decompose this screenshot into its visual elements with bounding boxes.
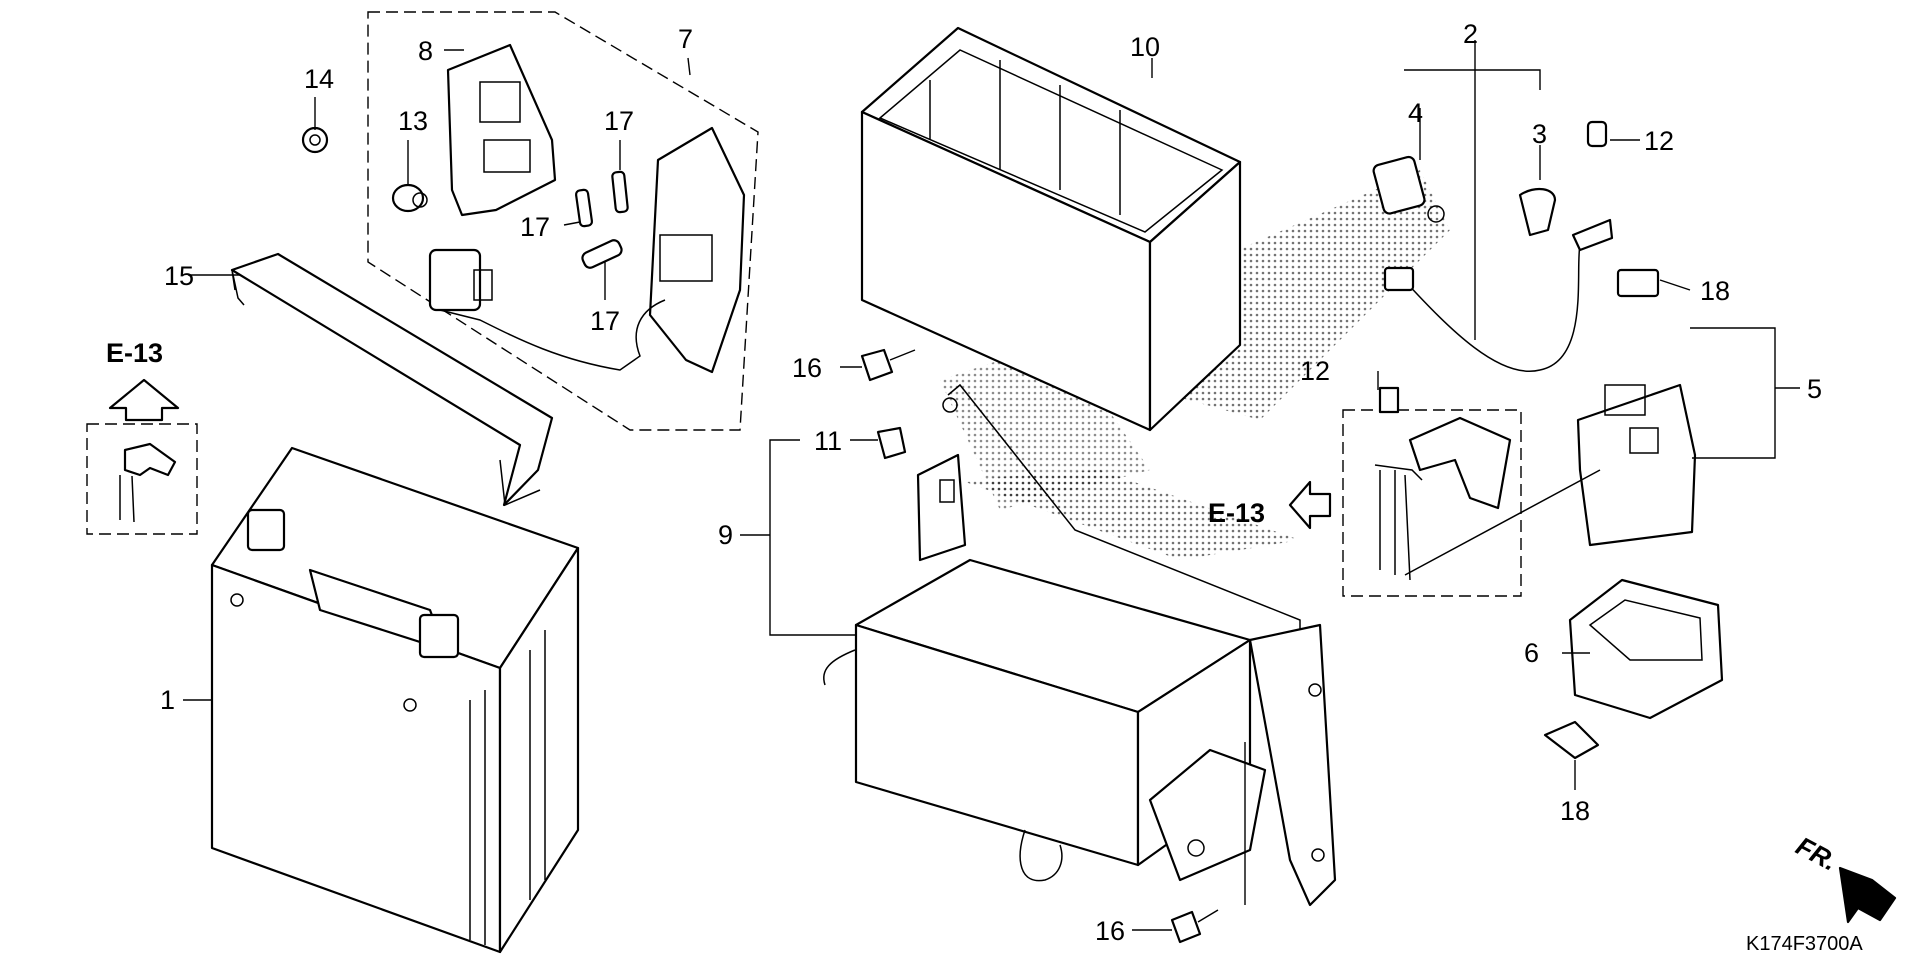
callout-9: 9 [718, 520, 733, 550]
callout-12b: 12 [1300, 356, 1330, 386]
cushion [876, 426, 907, 460]
fuse-box [428, 126, 746, 374]
callout-17c: 17 [590, 306, 620, 336]
ref-arrows [108, 378, 1332, 530]
front-arrow [1838, 866, 1897, 924]
callout-6: 6 [1524, 638, 1539, 668]
callout-17b: 17 [520, 212, 550, 242]
callout-1: 1 [160, 685, 175, 715]
callout-17a: 17 [604, 106, 634, 136]
front-label: FR. [1791, 831, 1842, 877]
nut-and-washer [301, 126, 428, 213]
callout-7: 7 [678, 24, 693, 54]
fuses [574, 170, 629, 269]
callout-4: 4 [1408, 98, 1423, 128]
battery-tray [823, 383, 1337, 907]
relay-cover [1543, 578, 1724, 760]
battery-band [230, 252, 554, 507]
callout-labels: 1 2 3 4 5 6 7 8 9 10 11 12 12 13 14 15 1… [160, 19, 1822, 946]
dashed-group-box [367, 11, 759, 431]
callout-10: 10 [1130, 32, 1160, 62]
drawing-code: K174F3700A [1746, 933, 1863, 955]
battery-cables [1372, 120, 1614, 372]
fuse-box-cover [446, 43, 557, 217]
leader-lines [183, 40, 1800, 931]
ref-label-left: E-13 [106, 338, 163, 368]
callout-18b: 18 [1560, 796, 1590, 826]
left-detail [119, 442, 177, 523]
callout-13: 13 [398, 106, 428, 136]
callout-15: 15 [164, 261, 194, 291]
callout-8: 8 [418, 36, 433, 66]
battery-case [860, 26, 1242, 432]
callout-16a: 16 [792, 353, 822, 383]
center-detail-box [1342, 409, 1522, 597]
callout-18a: 18 [1700, 276, 1730, 306]
bolts [860, 348, 1219, 944]
ref-label-center: E-13 [1208, 498, 1265, 528]
callout-3: 3 [1532, 119, 1547, 149]
callout-11: 11 [814, 426, 842, 456]
battery [210, 446, 580, 954]
starter-relay [1404, 268, 1697, 576]
callout-5: 5 [1807, 374, 1822, 404]
callout-12a: 12 [1644, 126, 1674, 156]
callout-16b: 16 [1095, 916, 1125, 946]
callout-14: 14 [304, 64, 334, 94]
callout-2: 2 [1463, 19, 1478, 49]
center-detail [1374, 386, 1512, 581]
left-detail-box [86, 423, 198, 535]
